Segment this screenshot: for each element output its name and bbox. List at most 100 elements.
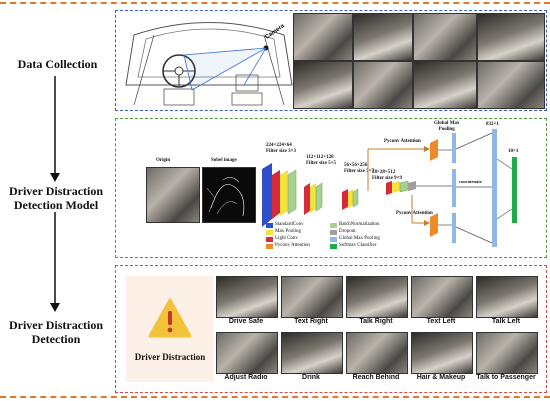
- layer2-line2: Filter size 5×5: [306, 161, 336, 166]
- legend-swatch-5: [330, 237, 337, 242]
- class-photo-10: [476, 332, 538, 374]
- sobel-label: Sobel image: [211, 158, 237, 163]
- legend-label-3: Dropout: [339, 229, 356, 234]
- concat-label: concatenate: [459, 179, 482, 184]
- origin-image: [146, 167, 200, 223]
- detection-panel: Driver Distraction Drive Safe Text Right…: [115, 265, 547, 393]
- collection-photo-4: [477, 13, 545, 61]
- stage-label-detection-line2: Detection: [31, 332, 81, 346]
- fc-832-bar: [492, 129, 497, 247]
- gmp-bar-bottom: [452, 213, 456, 243]
- layer4-size-label: 28×28×512 Filter size 9×9: [372, 170, 402, 182]
- class-label-1: Drive Safe: [228, 318, 264, 325]
- gmp-bar-top: [452, 133, 456, 163]
- arrow-1-head: [50, 173, 60, 182]
- block1-batch-norm: [287, 169, 297, 215]
- car-interior-sketch: [125, 22, 293, 106]
- data-collection-panel: Camera: [115, 10, 547, 111]
- network-diagram: [262, 129, 517, 247]
- stage-label-data-collection: Data Collection: [17, 57, 98, 71]
- gmp-bar-mid: [452, 169, 456, 207]
- fc1-label: 832×1: [486, 122, 499, 127]
- block1-light-conv: [272, 170, 280, 219]
- legend-label-5: Global Max Pooling: [339, 236, 380, 241]
- legend-label-0: StandardConv: [275, 222, 304, 227]
- warning-triangle-icon: [148, 298, 192, 338]
- legend-label-2: Max Pooling: [275, 229, 301, 234]
- legend-label-1: BatchNormalization: [339, 222, 380, 227]
- block2-light-conv: [304, 183, 310, 215]
- layer3-size-label: 56×56×256 Filter size 7×7: [344, 163, 374, 175]
- class-photo-3: [346, 276, 408, 318]
- block4-dropout: [408, 181, 416, 191]
- block1-standard-conv: [262, 163, 272, 227]
- stage-label-detection: Driver Distraction Detection: [2, 318, 110, 346]
- layer4-line1: 28×28×512: [372, 170, 396, 175]
- fc2-label: 10×1: [508, 149, 519, 154]
- model-panel: Origin Sobel image 224×224×64 Filter siz…: [115, 118, 547, 258]
- class-label-2: Text Right: [294, 318, 328, 325]
- collection-photo-5: [293, 61, 353, 109]
- gmp-label: Global Max Pooling: [434, 121, 459, 133]
- stage-label-model-line2: Detection Model: [13, 198, 99, 212]
- softmax-bar: [512, 157, 517, 223]
- legend-swatch-6: [266, 244, 273, 249]
- class-photo-6: [216, 332, 278, 374]
- layer1-line2: Filter size 3×3: [266, 149, 296, 154]
- legend-swatch-2: [266, 230, 273, 235]
- class-label-3: Talk Right: [359, 318, 393, 325]
- block2-max-pool: [310, 183, 316, 213]
- block3-light-conv: [342, 189, 348, 210]
- top-dash-line: [0, 2, 550, 4]
- class-label-5: Talk Left: [491, 318, 521, 325]
- collection-photo-7: [413, 61, 477, 109]
- class-label-8: Reach Behind: [352, 374, 400, 381]
- stage-label-model-line1: Driver Distraction: [8, 184, 104, 198]
- class-label-6: Adjust Radio: [224, 374, 268, 381]
- class-label-7: Drink: [302, 374, 320, 381]
- collection-photo-1: [293, 13, 353, 61]
- layer3-line2: Filter size 7×7: [344, 169, 374, 174]
- class-photo-2: [281, 276, 343, 318]
- arrow-2-head: [50, 303, 60, 312]
- legend-swatch-1: [330, 223, 337, 228]
- class-label-10: Talk to Passenger: [476, 374, 536, 381]
- collection-photo-2: [353, 13, 413, 61]
- class-photo-5: [476, 276, 538, 318]
- block4-batch-norm: [399, 180, 409, 193]
- sobel-image: [202, 167, 256, 223]
- block3-max-pool: [348, 189, 353, 208]
- origin-label: Origin: [156, 158, 171, 163]
- collection-photo-8: [477, 61, 545, 109]
- class-photo-8: [346, 332, 408, 374]
- layer2-size-label: 112×112×128 Filter size 5×5: [306, 155, 336, 167]
- class-label-9: Hair & Makeup: [416, 374, 466, 381]
- warning-label: Driver Distraction: [134, 352, 206, 362]
- layer4-line2: Filter size 9×9: [372, 176, 402, 181]
- block4-light-conv: [386, 181, 392, 195]
- pyconv-bottom-label: Pyconv Attention: [396, 211, 433, 216]
- layer3-line1: 56×56×256: [344, 163, 368, 168]
- pyconv-top-block: [430, 139, 438, 161]
- block2-batch-norm: [315, 182, 323, 212]
- legend-swatch-7: [330, 244, 337, 249]
- class-photo-9: [411, 332, 473, 374]
- legend-label-6: Pyconv Attention: [275, 243, 310, 248]
- class-photo-7: [281, 332, 343, 374]
- bottom-dash-line: [0, 396, 550, 398]
- stage-arrows: [50, 76, 60, 312]
- stage-label-model: Driver Distraction Detection Model: [2, 184, 110, 212]
- block4-max-pool: [392, 181, 400, 193]
- warning-box: Driver Distraction: [126, 276, 214, 382]
- gmp-line2: Pooling: [438, 127, 455, 132]
- legend: StandardConv BatchNormalization Max Pool…: [266, 222, 406, 256]
- layer1-size-label: 224×224×64 Filter size 3×3: [266, 143, 296, 155]
- gmp-line1: Global Max: [434, 121, 460, 126]
- pyconv-bottom-block: [430, 213, 438, 237]
- layer2-line1: 112×112×128: [306, 155, 334, 160]
- legend-swatch-3: [330, 230, 337, 235]
- legend-label-7: Softmax Classifier: [339, 243, 377, 248]
- block1-max-pool: [280, 170, 288, 216]
- legend-swatch-0: [266, 223, 273, 228]
- pyconv-top-label: Pyconv Attention: [384, 139, 421, 144]
